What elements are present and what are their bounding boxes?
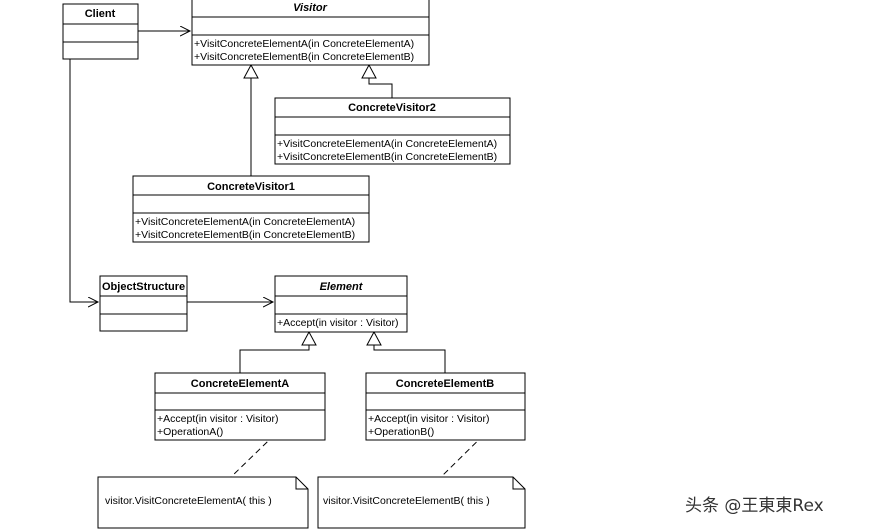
concrete-element-b-name: ConcreteElementB (396, 378, 494, 390)
element-method-accept: +Accept(in visitor : Visitor) (277, 317, 398, 329)
concrete-visitor-1-method-a: +VisitConcreteElementA(in ConcreteElemen… (135, 216, 355, 228)
class-visitor: Visitor +VisitConcreteElementA(in Concre… (191, 0, 430, 66)
concrete-visitor-2-method-a: +VisitConcreteElementA(in ConcreteElemen… (277, 138, 497, 150)
client-objectstructure-association (69, 59, 98, 302)
concrete-element-b-method-operation: +OperationB() (368, 426, 434, 438)
note-b-text: visitor.VisitConcreteElementB( this ) (323, 495, 490, 507)
visitor-name: Visitor (293, 2, 328, 14)
concreteelementa-generalization-triangle (301, 330, 317, 346)
visitor-method-a: +VisitConcreteElementA(in ConcreteElemen… (194, 38, 414, 50)
concreteelementb-generalization-triangle (366, 330, 382, 346)
concreteelementa-generalization-line (239, 345, 310, 373)
object-structure-name: ObjectStructure (102, 281, 185, 293)
class-concrete-element-b: ConcreteElementB +Accept(in visitor : Vi… (365, 372, 526, 441)
concretevisitor2-generalization-line (368, 78, 393, 98)
concrete-element-b-method-accept: +Accept(in visitor : Visitor) (368, 413, 489, 425)
concrete-element-a-method-operation: +OperationA() (157, 426, 223, 438)
concrete-visitor-1-name: ConcreteVisitor1 (207, 181, 295, 193)
note-a-text: visitor.VisitConcreteElementA( this ) (105, 495, 272, 507)
watermark-text: 头条 @王東東Rex (685, 496, 824, 516)
concrete-visitor-2-name: ConcreteVisitor2 (348, 102, 436, 114)
concrete-visitor-1-method-b: +VisitConcreteElementB(in ConcreteElemen… (135, 229, 355, 241)
concrete-visitor-2-method-b: +VisitConcreteElementB(in ConcreteElemen… (277, 151, 497, 163)
concrete-element-a-name: ConcreteElementA (191, 378, 289, 390)
concrete-element-a-method-accept: +Accept(in visitor : Visitor) (157, 413, 278, 425)
class-object-structure: ObjectStructure (99, 275, 188, 332)
concreteelementb-generalization-line (373, 345, 446, 373)
class-concrete-element-a: ConcreteElementA +Accept(in visitor : Vi… (154, 372, 326, 441)
client-name: Client (85, 8, 116, 20)
class-concrete-visitor-2: ConcreteVisitor2 +VisitConcreteElementA(… (274, 97, 511, 165)
concretevisitor2-generalization-triangle (361, 63, 377, 79)
visitor-method-b: +VisitConcreteElementB(in ConcreteElemen… (194, 51, 414, 63)
note-b: visitor.VisitConcreteElementB( this ) (317, 476, 526, 529)
class-concrete-visitor-1: ConcreteVisitor1 +VisitConcreteElementA(… (132, 175, 370, 243)
concretevisitor1-generalization-triangle (243, 63, 259, 79)
connectors (69, 31, 506, 478)
class-client: Client (62, 3, 139, 60)
note-a: visitor.VisitConcreteElementA( this ) (97, 476, 309, 529)
element-name: Element (320, 281, 364, 293)
class-element: Element +Accept(in visitor : Visitor) (274, 275, 408, 333)
